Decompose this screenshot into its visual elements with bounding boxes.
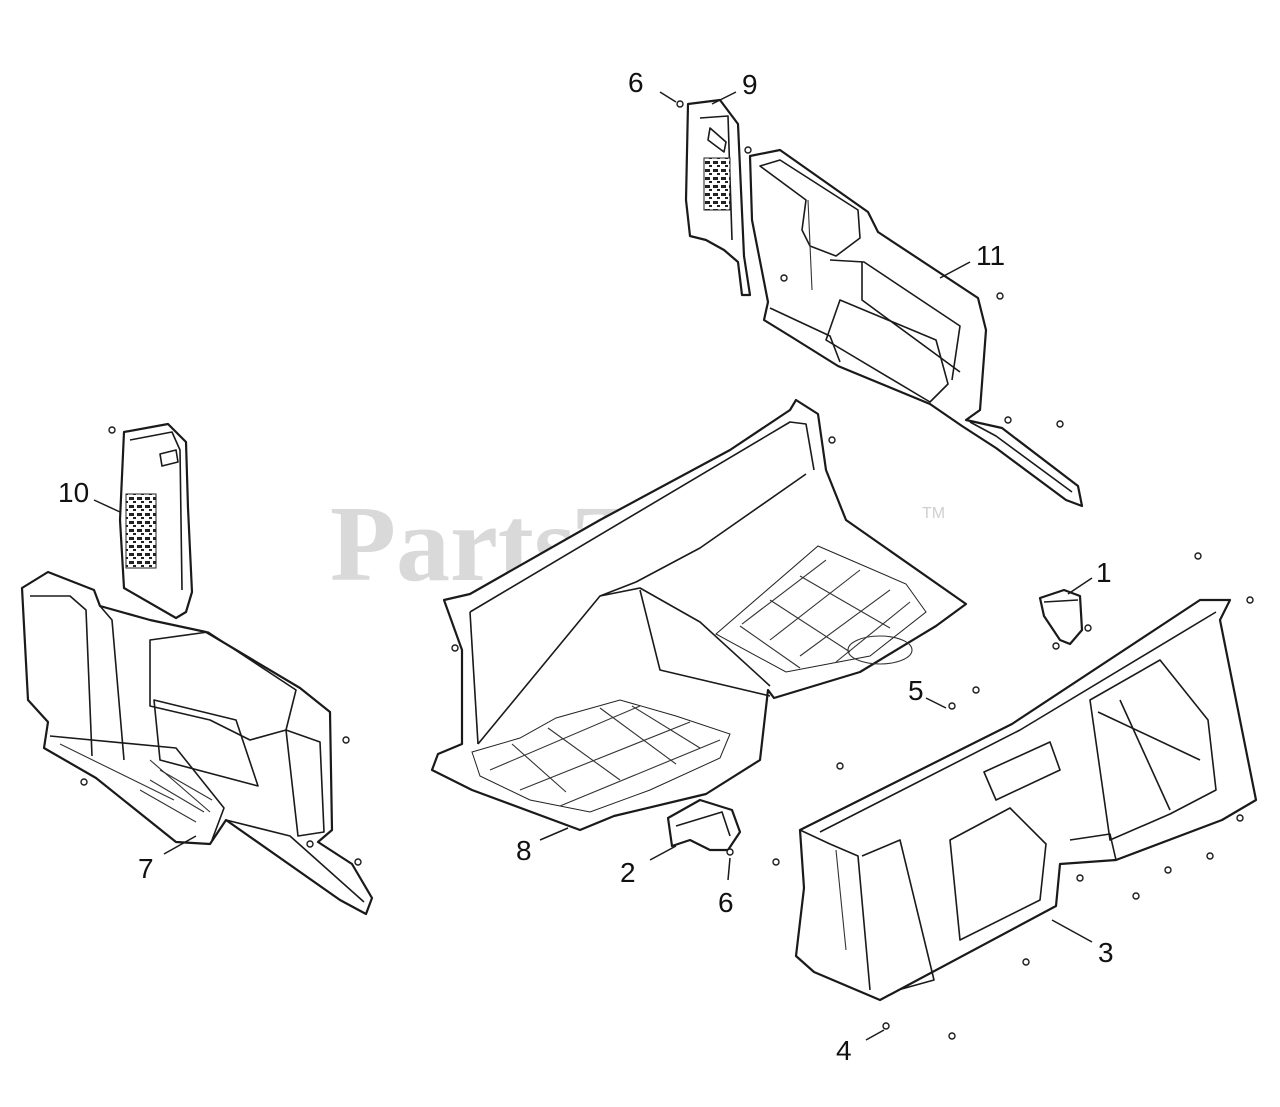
callout-4: 4: [836, 1035, 852, 1066]
callout-8: 8: [516, 835, 532, 866]
part-3-rear-panel: [794, 598, 1258, 1002]
callout-6-top: 6: [628, 67, 644, 98]
callout-2: 2: [620, 857, 636, 888]
callout-1: 1: [1096, 557, 1112, 588]
part-8-floor-tub: [430, 398, 968, 832]
part-11-side-panel: [748, 148, 1084, 508]
part-1-bracket: [1038, 588, 1084, 646]
callout-9: 9: [742, 69, 758, 100]
part-7-side-panel: [20, 570, 374, 916]
leader-lines: [93, 91, 1093, 1041]
callout-labels: 6 9 11 10 1 5 7 8 2 6 3 4: [58, 67, 1114, 1066]
part-9-vent-panel: [684, 98, 752, 297]
part-2-bracket: [666, 798, 742, 852]
watermark-trademark: TM: [922, 505, 945, 522]
callout-5: 5: [908, 675, 924, 706]
fasteners: [80, 100, 1254, 1040]
callout-7: 7: [138, 853, 154, 884]
callout-6-bottom: 6: [718, 887, 734, 918]
part-10-vent-panel: [118, 422, 194, 620]
callout-3: 3: [1098, 937, 1114, 968]
callout-11: 11: [976, 240, 1005, 271]
callout-10: 10: [58, 477, 89, 508]
